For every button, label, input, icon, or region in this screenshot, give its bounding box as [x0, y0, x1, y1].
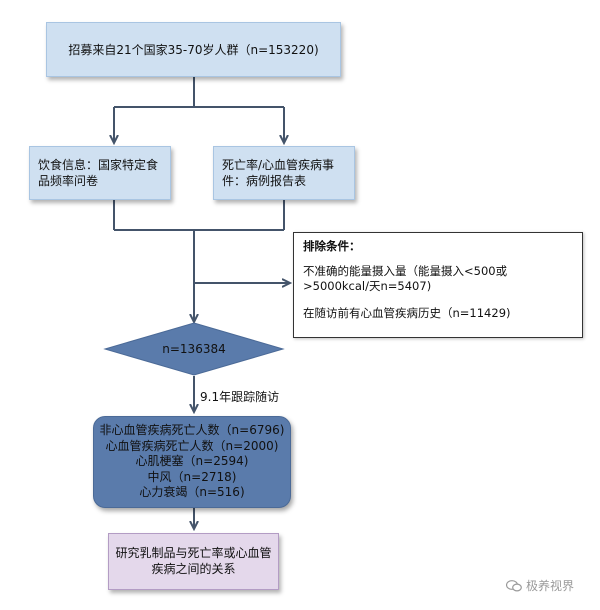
exclusion-item-cvd-history: 在随访前有心血管疾病历史（n=11429) — [303, 306, 511, 320]
outcome-line-cvd-death: 心血管疾病死亡人数（n=2000) — [105, 438, 279, 453]
recruit-box: 招募来自21个国家35-70岁人群（n=153220) — [46, 22, 341, 77]
followup-label: 9.1年跟踪随访 — [200, 390, 280, 404]
exclusion-item-energy: 不准确的能量摄入量（能量摄入<500或>5000kcal/天n=5407) — [303, 264, 508, 293]
study-text: 研究乳制品与死亡率或心血管疾病之间的关系 — [115, 546, 272, 576]
watermark-text: 极养视界 — [526, 579, 575, 593]
outcome-line-stroke: 中风（n=2718) — [147, 469, 237, 484]
decision-diamond — [103, 322, 285, 376]
exclusion-title: 排除条件： — [303, 239, 361, 253]
outcome-line-non-cvd-death: 非心血管疾病死亡人数（n=6796) — [99, 423, 285, 437]
recruit-text: 招募来自21个国家35-70岁人群（n=153220) — [68, 42, 319, 57]
death-events-text: 死亡率/心血管疾病事件：病例报告表 — [222, 158, 335, 188]
exclusion-criteria-box: 排除条件： 不准确的能量摄入量（能量摄入<500或>5000kcal/天n=54… — [293, 232, 583, 338]
watermark: 极养视界 — [506, 577, 574, 594]
death-events-box: 死亡率/心血管疾病事件：病例报告表 — [213, 146, 355, 200]
diet-info-box: 饮食信息：国家特定食品频率问卷 — [29, 146, 171, 200]
outcome-line-heart-failure: 心力衰竭（n=516) — [139, 485, 245, 499]
outcomes-box: 非心血管疾病死亡人数（n=6796) 心血管疾病死亡人数（n=2000) 心肌梗… — [93, 416, 291, 508]
diet-info-text: 饮食信息：国家特定食品频率问卷 — [38, 158, 159, 188]
decision-label: n=136384 — [162, 342, 226, 356]
study-box: 研究乳制品与死亡率或心血管疾病之间的关系 — [108, 533, 279, 590]
outcome-line-mi: 心肌梗塞（n=2594) — [135, 454, 249, 468]
wechat-icon — [506, 579, 522, 592]
